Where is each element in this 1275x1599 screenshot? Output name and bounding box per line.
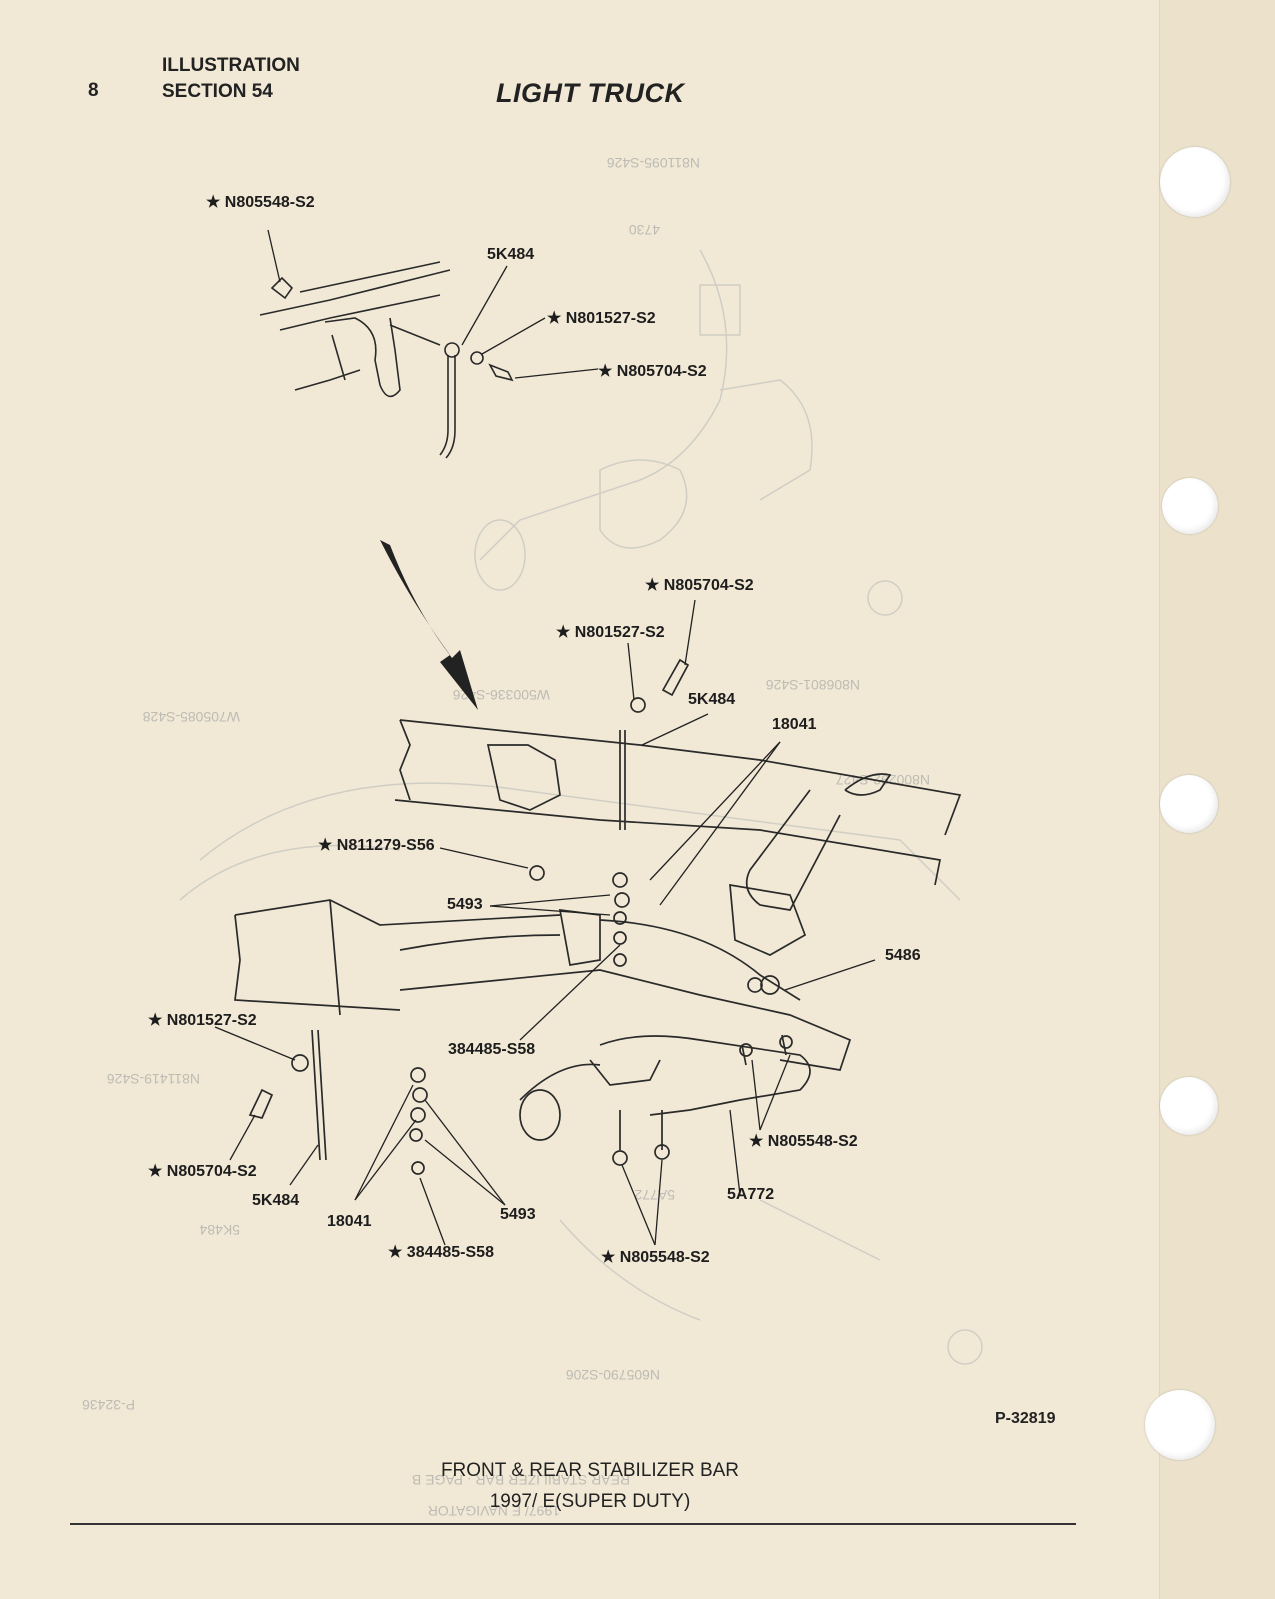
callout-5k484-top: 5K484: [487, 246, 535, 263]
binder-hole: [1160, 147, 1230, 217]
svg-text:N800292-S427: N800292-S427: [836, 772, 930, 788]
callout-5a772: 5A772: [727, 1186, 775, 1203]
figure-reference: P-32819: [995, 1410, 1056, 1427]
svg-text:4730: 4730: [629, 222, 660, 238]
header-illustration: ILLUSTRATION: [162, 55, 300, 76]
svg-text:REAR STABILIZER BAR · PAGE B: REAR STABILIZER BAR · PAGE B: [412, 1472, 630, 1488]
svg-text:N806801-S426: N806801-S426: [766, 677, 860, 693]
callout-n805548-top: ★ N805548-S2: [206, 194, 315, 211]
callout-18041-mid: 18041: [772, 716, 817, 733]
svg-text:N811095-S426: N811095-S426: [607, 155, 700, 171]
binder-hole: [1145, 1390, 1215, 1460]
callout-384485-low: ★ 384485-S58: [388, 1244, 494, 1261]
svg-text:5K484: 5K484: [199, 1222, 240, 1238]
callout-18041-low: 18041: [327, 1213, 372, 1230]
page-title: LIGHT TRUCK: [496, 78, 685, 108]
svg-text:W705085-S428: W705085-S428: [142, 709, 240, 725]
callout-5486: 5486: [885, 947, 921, 964]
svg-text:1997/ E NAVIGATOR: 1997/ E NAVIGATOR: [428, 1503, 560, 1519]
callout-n805548-low: ★ N805548-S2: [601, 1249, 710, 1266]
bleed-through-ghost: [179, 249, 983, 1365]
footer-rule: [70, 1523, 1076, 1525]
caption-title: FRONT & REAR STABILIZER BAR: [440, 1460, 740, 1481]
callout-5493-mid: 5493: [447, 896, 483, 913]
callout-n801527-top: ★ N801527-S2: [547, 310, 656, 327]
svg-text:5A772: 5A772: [634, 1187, 675, 1203]
binder-hole: [1160, 775, 1218, 833]
binder-hole: [1160, 1077, 1218, 1135]
callout-n811279: ★ N811279-S56: [318, 837, 435, 854]
callout-n801527-left: ★ N801527-S2: [148, 1012, 257, 1029]
svg-text:P-32436: P-32436: [82, 1397, 135, 1413]
ghost-labels: N811095-S426 4730 W705085-S428 W500336-S…: [82, 155, 930, 1519]
callout-n805704-left: ★ N805704-S2: [148, 1163, 257, 1180]
main-assembly-drawing: [234, 658, 962, 1175]
callout-n805548-right: ★ N805548-S2: [749, 1133, 858, 1150]
callout-384485-mid: 384485-S58: [448, 1041, 536, 1058]
page-number: 8: [88, 80, 99, 101]
header-section: SECTION 54: [162, 81, 273, 102]
callout-n805704-top: ★ N805704-S2: [598, 363, 707, 380]
callout-5493-low: 5493: [500, 1206, 536, 1223]
svg-text:W500336-S426: W500336-S426: [452, 687, 550, 703]
direction-arrow: [380, 540, 478, 710]
leader-lines: [214, 229, 876, 1246]
caption-subtitle: 1997/ E(SUPER DUTY): [489, 1491, 691, 1512]
top-inset-drawing: [259, 261, 514, 459]
callout-5k484-mid: 5K484: [688, 691, 736, 708]
svg-text:N811419-S426: N811419-S426: [107, 1071, 200, 1087]
svg-text:N605790-S206: N605790-S206: [566, 1367, 660, 1383]
binder-hole: [1162, 478, 1218, 534]
callout-n801527-mid: ★ N801527-S2: [556, 624, 665, 641]
callout-5k484-low: 5K484: [252, 1192, 300, 1209]
callout-n805704-mid: ★ N805704-S2: [645, 577, 754, 594]
